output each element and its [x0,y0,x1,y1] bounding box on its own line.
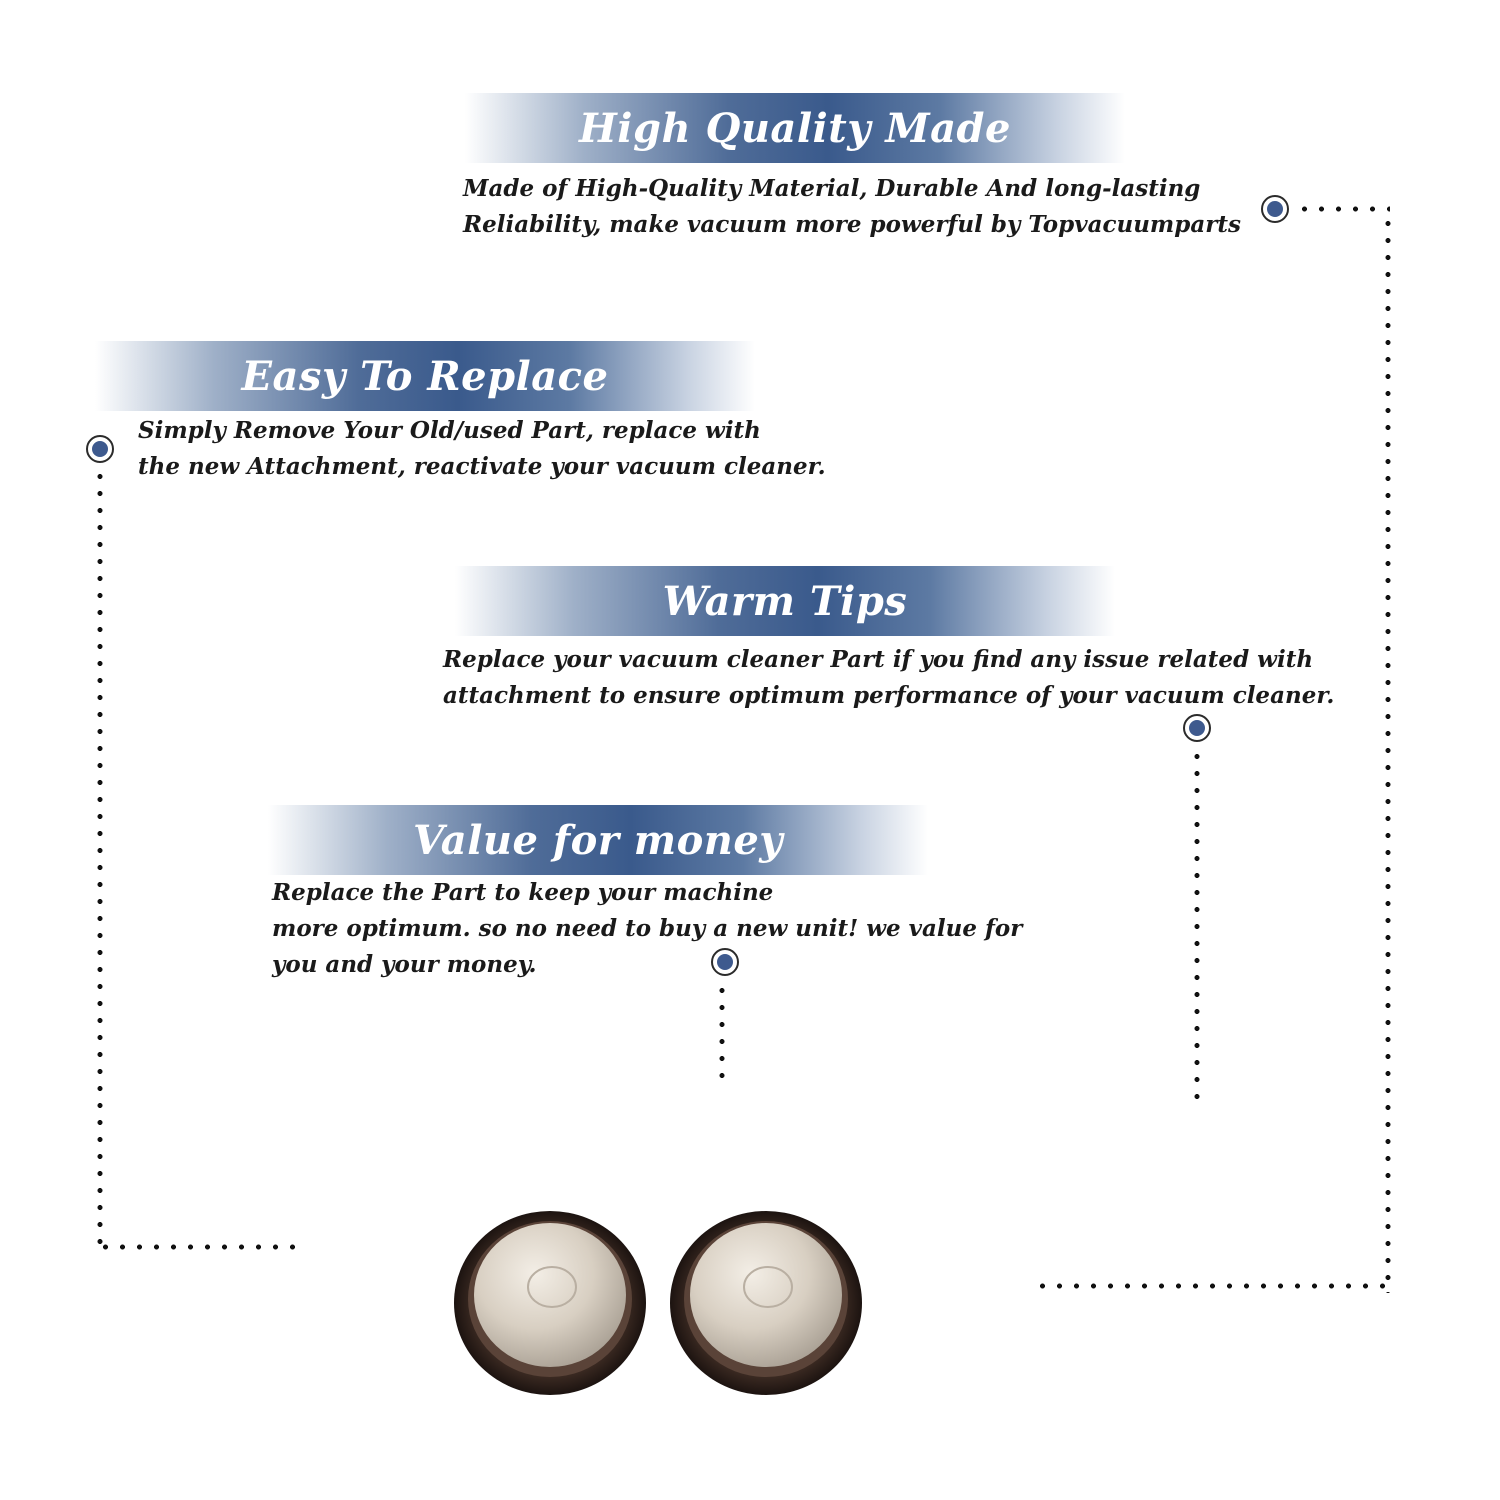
connector-line [1194,748,1200,1106]
banner-value-money: Value for money [268,805,928,875]
section-text-easy-replace: Simply Remove Your Old/used Part, replac… [138,413,826,485]
connector-line [1385,215,1391,1293]
connector-line [1296,206,1390,212]
banner-easy-replace: Easy To Replace [95,341,755,411]
connector-line [1034,1283,1390,1289]
text-line: the new Attachment, reactivate your vacu… [138,453,826,480]
connector-line [719,982,725,1090]
text-line: more optimum. so no need to buy a new un… [272,915,1023,942]
section-title-warm-tips: Warm Tips [662,577,908,625]
text-line: Replace your vacuum cleaner Part if you … [443,646,1314,673]
text-line: Replace the Part to keep your machine [272,879,774,906]
marker-warm-tips-icon [1183,714,1211,742]
section-text-high-quality: Made of High-Quality Material, Durable A… [463,171,1241,243]
section-title-value-money: Value for money [412,816,784,864]
section-text-value-money: Replace the Part to keep your machine mo… [272,875,1022,983]
text-line: Simply Remove Your Old/used Part, replac… [138,417,761,444]
section-title-high-quality: High Quality Made [579,104,1011,152]
connector-line [97,1244,297,1250]
section-title-easy-replace: Easy To Replace [241,352,609,400]
text-line: Made of High-Quality Material, Durable A… [463,175,1201,202]
marker-high-quality-icon [1261,195,1289,223]
disc-right [670,1211,862,1395]
connector-line [97,468,103,1250]
disc-left [454,1211,646,1395]
marker-easy-replace-icon [86,435,114,463]
banner-warm-tips: Warm Tips [455,566,1115,636]
text-line: attachment to ensure optimum performance… [443,682,1335,709]
filter-discs-image [454,1211,862,1395]
marker-value-money-icon [711,948,739,976]
section-text-warm-tips: Replace your vacuum cleaner Part if you … [443,642,1334,714]
banner-high-quality: High Quality Made [465,93,1125,163]
text-line: Reliability, make vacuum more powerful b… [463,211,1241,238]
text-line: you and your money. [272,951,537,978]
